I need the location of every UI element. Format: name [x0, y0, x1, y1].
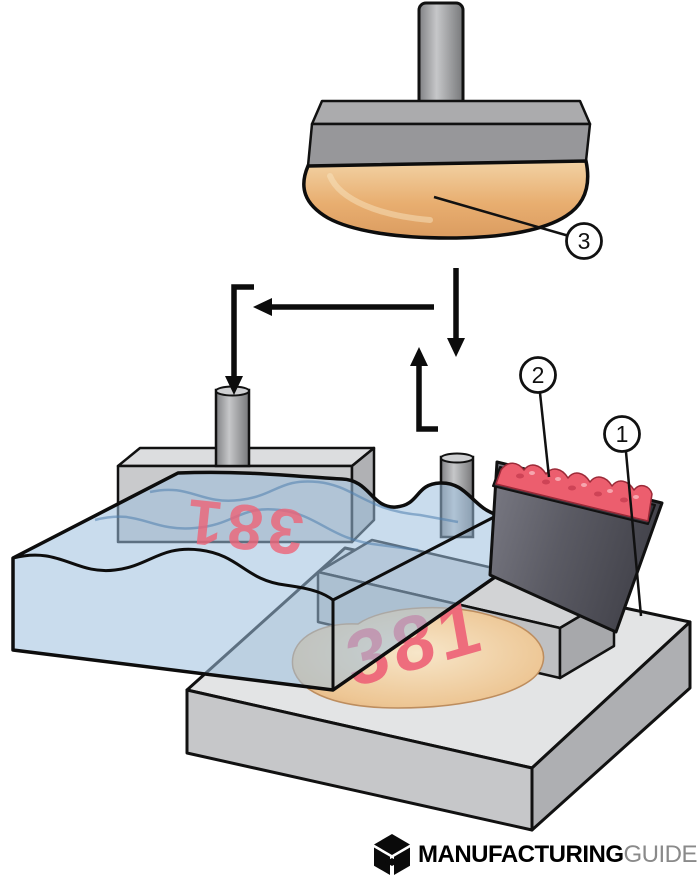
- callout-3-leader: [433, 195, 570, 238]
- product-surface-wave-2: [149, 480, 459, 524]
- logo-text-primary: MANUFACTURING: [418, 841, 624, 868]
- pad-holder-top-face: [310, 99, 592, 126]
- manufacturing-guide-cube-icon: [374, 834, 410, 875]
- motion-arrowheads: [225, 298, 465, 395]
- logo-wordmark: MANUFACTURINGGUIDE: [418, 841, 697, 869]
- callout-1-label: 1: [616, 421, 629, 447]
- fixture-cylinder-left: [214, 385, 251, 468]
- base-plate-right-face: [530, 620, 692, 832]
- product-top-front-edge: [12, 547, 334, 602]
- arrowhead-up: [410, 347, 428, 366]
- pad-tool: [302, 1, 592, 240]
- cylinder-right-cap: [440, 452, 474, 464]
- callout-2-circle: [519, 356, 557, 394]
- product-surface-wave-1: [94, 507, 419, 552]
- pad-shaft: [417, 1, 465, 109]
- logo-text-secondary: GUIDE: [623, 841, 697, 868]
- ink-pool: [495, 462, 653, 522]
- arrowhead-down-left: [225, 376, 243, 395]
- brand-logo: MANUFACTURINGGUIDE: [373, 834, 697, 876]
- printed-product: 381: [11, 470, 500, 692]
- arrowhead-down-right: [447, 338, 465, 357]
- arrow-up-shaft: [416, 364, 438, 432]
- pad-holder-front-face: [306, 122, 592, 168]
- callout-1-circle: [603, 415, 641, 453]
- callouts: 3 2 1: [433, 195, 643, 617]
- arrowhead-left: [253, 298, 272, 316]
- ink-cup-unit: [488, 460, 664, 634]
- cylinder-left-body: [214, 388, 251, 468]
- callout-1-leader: [624, 451, 643, 617]
- motion-arrows: [231, 268, 459, 432]
- product-body: [11, 470, 500, 692]
- ink-texture-dots: [516, 473, 628, 503]
- callout-2-label: 2: [532, 362, 545, 388]
- arrow-down-left-shaft: [231, 284, 254, 378]
- pad-sheen: [327, 173, 433, 223]
- callout-2-leader: [538, 392, 551, 478]
- printed-number-product: 381: [178, 485, 307, 569]
- product-right-top-edge: [332, 513, 499, 602]
- callout-3-label: 3: [578, 228, 591, 254]
- callout-3-circle: [565, 222, 603, 260]
- ink-highlight-dots: [529, 471, 639, 499]
